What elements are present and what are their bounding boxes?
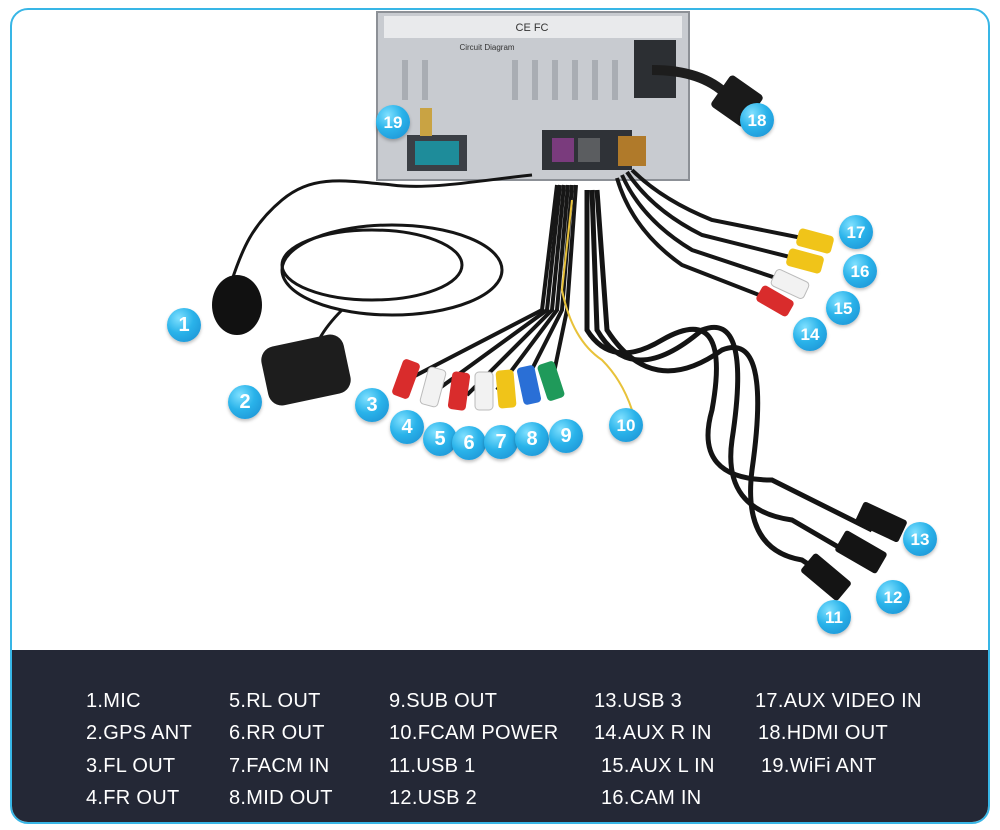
unit-certification-label: CE FC — [516, 22, 549, 34]
legend-item-aux-video-in: 17.AUX VIDEO IN — [755, 690, 922, 712]
legend-item-rr-out: 6.RR OUT — [229, 722, 325, 744]
badge-10: 10 — [609, 408, 643, 442]
badge-13: 13 — [903, 522, 937, 556]
unit-circuit-label: Circuit Diagram — [459, 43, 514, 52]
legend-item-fr-out: 4.FR OUT — [86, 787, 180, 809]
legend-item-hdmi-out: 18.HDMI OUT — [758, 722, 888, 744]
badge-9: 9 — [549, 419, 583, 453]
legend-item-facm-in: 7.FACM IN — [229, 755, 330, 777]
badge-17: 17 — [839, 215, 873, 249]
badge-18: 18 — [740, 103, 774, 137]
badge-5: 5 — [423, 422, 457, 456]
legend-item-gps-ant: 2.GPS ANT — [86, 722, 193, 744]
badge-4: 4 — [390, 410, 424, 444]
badge-12: 12 — [876, 580, 910, 614]
badge-7: 7 — [484, 425, 518, 459]
badge-2: 2 — [228, 385, 262, 419]
legend-item-aux-l-in: 15.AUX L IN — [601, 755, 715, 777]
legend-item-sub-out: 9.SUB OUT — [389, 690, 498, 712]
badge-1: 1 — [167, 308, 201, 342]
badge-8: 8 — [515, 422, 549, 456]
badge-15: 15 — [826, 291, 860, 325]
legend-item-aux-r-in: 14.AUX R IN — [594, 722, 712, 744]
wiring-harness-photo: CE FC Circuit Diagram — [212, 11, 907, 601]
legend-item-fcam-power: 10.FCAM POWER — [389, 722, 559, 744]
rca-connectors — [392, 359, 565, 411]
legend-item-usb-2: 12.USB 2 — [389, 787, 478, 809]
legend-item-cam-in: 16.CAM IN — [601, 787, 702, 809]
legend-item-fl-out: 3.FL OUT — [86, 755, 176, 777]
badge-14: 14 — [793, 317, 827, 351]
badge-19: 19 — [376, 105, 410, 139]
badge-11: 11 — [817, 600, 851, 634]
legend-item-usb-3: 13.USB 3 — [594, 690, 683, 712]
legend-item-usb-1: 11.USB 1 — [389, 755, 476, 777]
head-unit-chassis: CE FC Circuit Diagram — [376, 11, 690, 181]
badge-6: 6 — [452, 426, 486, 460]
legend-item-rl-out: 5.RL OUT — [229, 690, 321, 712]
badge-3: 3 — [355, 388, 389, 422]
badge-16: 16 — [843, 254, 877, 288]
legend-item-wifi-ant: 19.WiFi ANT — [761, 755, 877, 777]
legend-item-mic: 1.MIC — [86, 690, 141, 712]
legend-panel: 1.MIC 2.GPS ANT 3.FL OUT 4.FR OUT 5.RL O… — [12, 650, 988, 822]
legend-item-mid-out: 8.MID OUT — [229, 787, 333, 809]
product-frame: CE FC Circuit Diagram — [10, 8, 990, 824]
